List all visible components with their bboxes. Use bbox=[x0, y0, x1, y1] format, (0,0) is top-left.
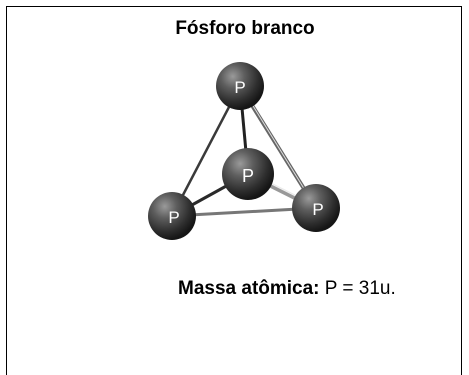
atomic-mass-label: Massa atômica: bbox=[178, 278, 320, 299]
atom-bottom-right: P bbox=[292, 184, 340, 232]
atom-bottom-right-label: P bbox=[312, 200, 323, 219]
atom-center: P bbox=[222, 148, 274, 200]
atom-bottom-left-label: P bbox=[168, 208, 179, 227]
figure-frame bbox=[6, 6, 462, 375]
atomic-mass-value: P = 31u. bbox=[324, 278, 396, 299]
figure-title: Fósforo branco bbox=[175, 18, 315, 39]
p4-tetrahedron-diagram: P P P P bbox=[148, 62, 340, 240]
bond-left-right bbox=[171, 206, 317, 218]
atom-center-label: P bbox=[242, 166, 254, 186]
bond-top-left bbox=[170, 85, 242, 217]
atomic-mass-caption: Massa atômica: P = 31u. bbox=[178, 278, 396, 300]
atom-top: P bbox=[216, 62, 264, 110]
atom-top-label: P bbox=[234, 78, 245, 97]
atom-bottom-left: P bbox=[148, 192, 196, 240]
